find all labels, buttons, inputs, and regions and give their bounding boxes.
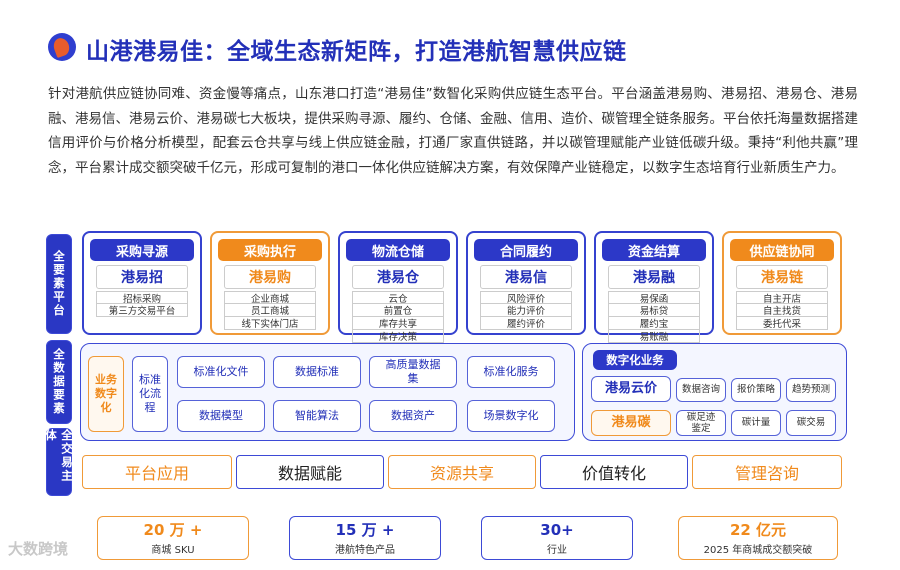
bar-management-consulting[interactable]: 管理咨询 [692,455,842,489]
stat-number: 15 万 + [335,520,395,539]
stat-label: 2025 年商城成交额突破 [703,544,813,556]
card-item: 自主找货 [736,304,828,317]
card-item: 自主开店 [736,291,828,305]
bar-value-conversion[interactable]: 价值转化 [540,455,688,489]
card-item: 库存共享 [352,317,444,330]
stat-mall-gmv: 22 亿元 2025 年商城成交额突破 [678,516,838,560]
card-contract-performance[interactable]: 合同履约 港易信 风险评价 能力评价 履约评价 [466,231,586,335]
stat-number: 22 亿元 [729,520,787,539]
grid-box-data-standard[interactable]: 数据标准 [273,356,361,388]
card-item: 能力评价 [480,304,572,317]
card-head: 供应链协同 [730,239,834,261]
card-item: 库存决策 [352,330,444,343]
digital-business-title: 数字化业务 [593,350,677,370]
card-brand: 港易招 [96,265,188,289]
card-head: 资金结算 [602,239,706,261]
card-item: 招标采购 [96,291,188,305]
stat-label: 行业 [547,544,567,556]
card-fund-settlement[interactable]: 资金结算 港易融 易保函 易标贷 履约宝 易账融 [594,231,714,343]
card-brand: 港易仓 [352,265,444,289]
page-title: 山港港易佳：全域生态新矩阵，打造港航智慧供应链 [86,39,627,65]
card-head: 合同履约 [474,239,578,261]
grid-box-scenario-digital[interactable]: 场景数字化 [467,400,555,432]
logo-icon [48,33,76,61]
card-brand: 港易链 [736,265,828,289]
card-item: 风险评价 [480,291,572,305]
data-elements-panel: 业务数字化 标准化流程 标准化文件 数据标准 高质量数据集 标准化服务 数据模型… [80,343,575,441]
grid-box-standard-docs[interactable]: 标准化文件 [177,356,265,388]
quote-strategy-box[interactable]: 报价策略 [731,378,781,402]
carbon-footprint-box[interactable]: 碳足迹鉴定 [676,410,726,436]
carbon-box[interactable]: 港易碳 [591,410,671,436]
bar-resource-sharing[interactable]: 资源共享 [388,455,536,489]
card-item: 易标贷 [608,304,700,317]
watermark: 大数跨境 [8,540,69,558]
card-head: 物流仓储 [346,239,450,261]
grid-box-data-assets[interactable]: 数据资产 [369,400,457,432]
stat-label: 港航特色产品 [335,544,395,556]
bar-data-empowerment[interactable]: 数据赋能 [236,455,384,489]
bar-platform-application[interactable]: 平台应用 [82,455,232,489]
carbon-metering-box[interactable]: 碳计量 [731,410,781,436]
digital-business-panel: 数字化业务 港易云价 数据咨询 报价策略 趋势预测 港易碳 碳足迹鉴定 碳计量 … [582,343,847,441]
card-item: 线下实体门店 [224,317,316,330]
grid-box-standard-service[interactable]: 标准化服务 [467,356,555,388]
card-brand: 港易信 [480,265,572,289]
card-item: 委托代采 [736,317,828,330]
card-logistics-warehousing[interactable]: 物流仓储 港易仓 云仓 前置仓 库存共享 库存决策 [338,231,458,343]
card-head: 采购寻源 [90,239,194,261]
card-item: 履约宝 [608,317,700,330]
card-item: 第三方交易平台 [96,304,188,317]
card-procurement-execution[interactable]: 采购执行 港易购 企业商城 员工商城 线下实体门店 [210,231,330,335]
intro-paragraph: 针对港航供应链协同难、资金慢等痛点，山东港口打造“港易佳”数智化采购供应链生态平… [48,86,858,176]
stat-port-products: 15 万 + 港航特色产品 [289,516,441,560]
carbon-trading-box[interactable]: 碳交易 [786,410,836,436]
side-label-platform: 全要素平台 [46,234,72,334]
grid-box-smart-algorithm[interactable]: 智能算法 [273,400,361,432]
card-item: 易账融 [608,330,700,343]
side-label-data: 全数据要素 [46,340,72,424]
grid-box-data-model[interactable]: 数据模型 [177,400,265,432]
stat-mall-sku: 20 万 + 商城 SKU [97,516,249,560]
business-digitalization-box[interactable]: 业务数字化 [88,356,124,432]
side-label-trade: 全交易主体 [44,428,74,496]
card-supply-chain-collaboration[interactable]: 供应链协同 港易链 自主开店 自主找货 委托代采 [722,231,842,335]
card-item: 云仓 [352,291,444,305]
standard-process-box[interactable]: 标准化流程 [132,356,168,432]
stat-label: 商城 SKU [151,544,195,556]
card-item: 企业商城 [224,291,316,305]
stat-number: 30+ [540,520,574,539]
card-item: 易保函 [608,291,700,305]
grid-box-quality-dataset[interactable]: 高质量数据集 [369,356,457,388]
card-item: 前置仓 [352,304,444,317]
card-brand: 港易融 [608,265,700,289]
stat-industries: 30+ 行业 [481,516,633,560]
trend-forecast-box[interactable]: 趋势预测 [786,378,836,402]
data-consult-box[interactable]: 数据咨询 [676,378,726,402]
cloud-price-box[interactable]: 港易云价 [591,376,671,402]
card-brand: 港易购 [224,265,316,289]
card-procurement-sourcing[interactable]: 采购寻源 港易招 招标采购 第三方交易平台 [82,231,202,335]
card-item: 履约评价 [480,317,572,330]
stat-number: 20 万 + [143,520,203,539]
card-item: 员工商城 [224,304,316,317]
card-head: 采购执行 [218,239,322,261]
